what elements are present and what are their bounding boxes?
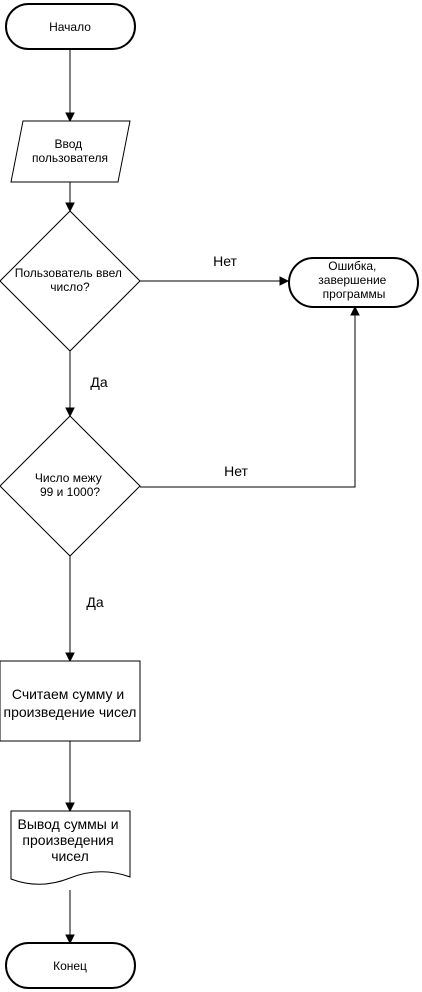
node-output-line-2: произведения (22, 832, 113, 848)
node-compute: Считаем сумму и произведение чисел (0, 660, 141, 742)
edge-decision-entered-yes (65, 351, 75, 418)
node-error-line-1: Ошибка, (328, 259, 376, 273)
svg-text:Число межу 99 и 1000?: Число межу 99 и 1000? (35, 471, 105, 499)
svg-text:Ввод пользователя: Ввод пользователя (32, 137, 108, 165)
svg-text:Пользователь ввел число?: Пользователь ввел число? (15, 266, 125, 294)
edge-label-yes-2: Да (86, 594, 103, 610)
node-decision-entered-line-2: число? (50, 280, 90, 294)
node-compute-line-1: Считаем сумму и (12, 686, 124, 702)
edge-decision-entered-no (140, 276, 290, 286)
node-error-line-2: завершение (318, 273, 386, 287)
node-input: Ввод пользователя (10, 120, 131, 183)
svg-text:Считаем сумму и произвед: Считаем сумму и произведение чисел (4, 686, 137, 720)
node-error: Ошибка, завершение программы (288, 257, 419, 308)
node-input-line-1: Ввод (55, 137, 83, 151)
edge-label-no-1: Нет (213, 253, 237, 269)
edge-output-to-end (65, 890, 75, 945)
edge-compute-to-output (65, 741, 75, 813)
edge-label-yes-1: Да (90, 374, 107, 390)
node-decision-range: Число межу 99 и 1000? (0, 415, 141, 557)
node-end: Конец (5, 942, 136, 989)
node-input-line-2: пользователя (32, 151, 108, 165)
node-decision-range-line-1: Число межу (35, 471, 102, 485)
svg-text:Вывод суммы и произведен: Вывод суммы и произведения чисел (18, 816, 123, 864)
node-decision-entered-line-1: Пользователь ввел (15, 266, 122, 280)
node-start-label: Начало (49, 20, 91, 34)
node-decision-entered: Пользователь ввел число? (0, 210, 141, 352)
node-decision-range-line-2: 99 и 1000? (40, 485, 100, 499)
svg-text:Ошибка, завершение: Ошибка, завершение программы (318, 259, 389, 301)
node-error-line-3: программы (323, 287, 386, 301)
node-output-line-1: Вывод суммы и (18, 816, 119, 832)
node-output: Вывод суммы и произведения чисел (10, 810, 131, 885)
edge-decision-range-no (140, 305, 360, 488)
node-start: Начало (5, 3, 136, 50)
edge-input-to-decision-entered (65, 182, 75, 213)
edge-decision-range-yes (65, 556, 75, 663)
node-output-line-3: чисел (51, 848, 89, 864)
edge-label-no-2: Нет (224, 463, 248, 479)
node-compute-line-2: произведение чисел (4, 704, 137, 720)
edge-start-to-input (65, 50, 75, 123)
node-end-label: Конец (53, 959, 87, 973)
